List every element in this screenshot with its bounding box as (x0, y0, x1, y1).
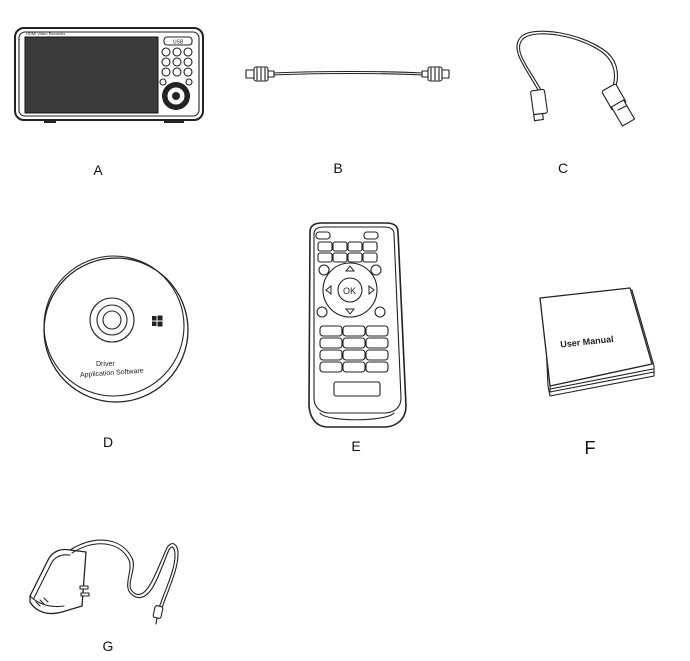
video-recorder-device: HDMI Video Recorder USB (14, 26, 204, 126)
top-button-grid (317, 241, 378, 263)
micro-usb-plug (530, 88, 548, 122)
hdmi-cable (244, 62, 450, 86)
ok-button-label: OK (343, 286, 356, 296)
user-manual-booklet: User Manual (534, 286, 660, 400)
number-button-grid (319, 325, 389, 373)
direction-pad: OK (322, 262, 378, 318)
hdmi-plug-right (421, 66, 450, 82)
label-c: C (557, 160, 569, 176)
label-f: F (584, 438, 596, 458)
disc-text-driver: Driver (96, 361, 115, 368)
label-b: B (333, 160, 343, 176)
label-e: E (351, 438, 361, 454)
disc-text-software: Application Software (80, 368, 144, 379)
windows-logo-icon (152, 315, 163, 327)
screen-title: HDMI Video Recorder (26, 31, 66, 36)
hdmi-plug-left (245, 66, 275, 82)
power-button (315, 231, 331, 240)
navigation-ring (159, 78, 193, 110)
label-a: A (93, 162, 103, 178)
keypad (161, 47, 193, 77)
usb-button-label: USB (173, 40, 184, 46)
usb-a-plug (601, 83, 636, 127)
remote-control: OK (302, 222, 412, 432)
usb-cable (508, 28, 638, 128)
software-disc: Driver Application Software (40, 254, 190, 404)
label-d: D (102, 434, 114, 450)
label-g: G (102, 638, 114, 654)
power-adapter (26, 530, 186, 630)
